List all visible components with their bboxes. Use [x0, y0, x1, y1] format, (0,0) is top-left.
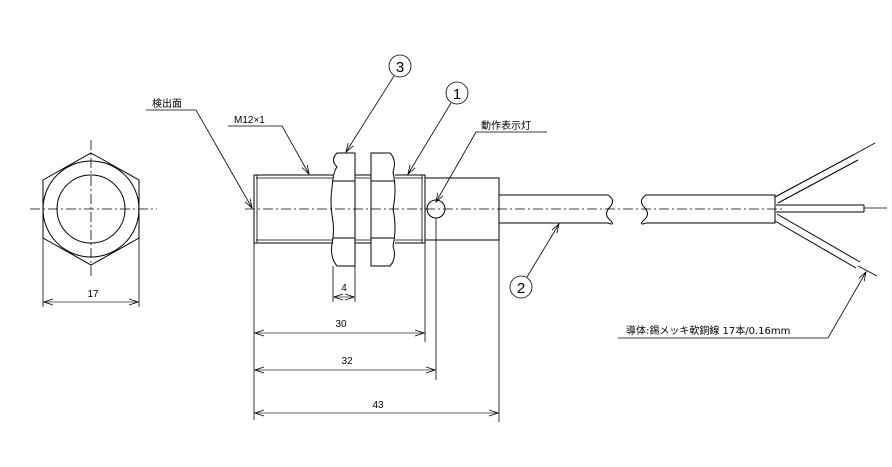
side-dimensions: 4 30 32 43 — [253, 218, 500, 422]
wires — [774, 142, 887, 277]
annotations: 検出面 M12×1 3 1 動作表示灯 2 導体:錫メッキ軟銅線 17本/0.1… — [146, 54, 866, 339]
label-conductor: 導体:錫メッキ軟銅線 17本/0.16mm — [626, 324, 790, 337]
svg-text:3: 3 — [396, 59, 404, 76]
svg-text:2: 2 — [517, 280, 525, 297]
nut-right — [370, 152, 396, 267]
dim-indicator-position: 32 — [341, 356, 353, 367]
balloon-2 — [509, 275, 533, 299]
label-detection-face: 検出面 — [152, 97, 182, 110]
cable-section-2 — [640, 194, 776, 225]
end-view: 17 — [30, 140, 157, 307]
label-indicator: 動作表示灯 — [481, 119, 531, 132]
dim-overall-length: 43 — [372, 400, 384, 411]
dim-nut-thickness: 4 — [341, 283, 347, 294]
dim-thread-length: 30 — [335, 319, 347, 330]
balloon-3 — [388, 54, 412, 78]
label-thread: M12×1 — [234, 115, 265, 126]
dim-hex-width-label: 17 — [87, 289, 99, 300]
cable-section-1 — [499, 194, 614, 225]
balloon-1 — [445, 81, 469, 105]
hex-outline — [42, 152, 140, 266]
svg-text:1: 1 — [453, 86, 461, 103]
nut-left — [330, 152, 356, 267]
side-view — [245, 142, 887, 277]
